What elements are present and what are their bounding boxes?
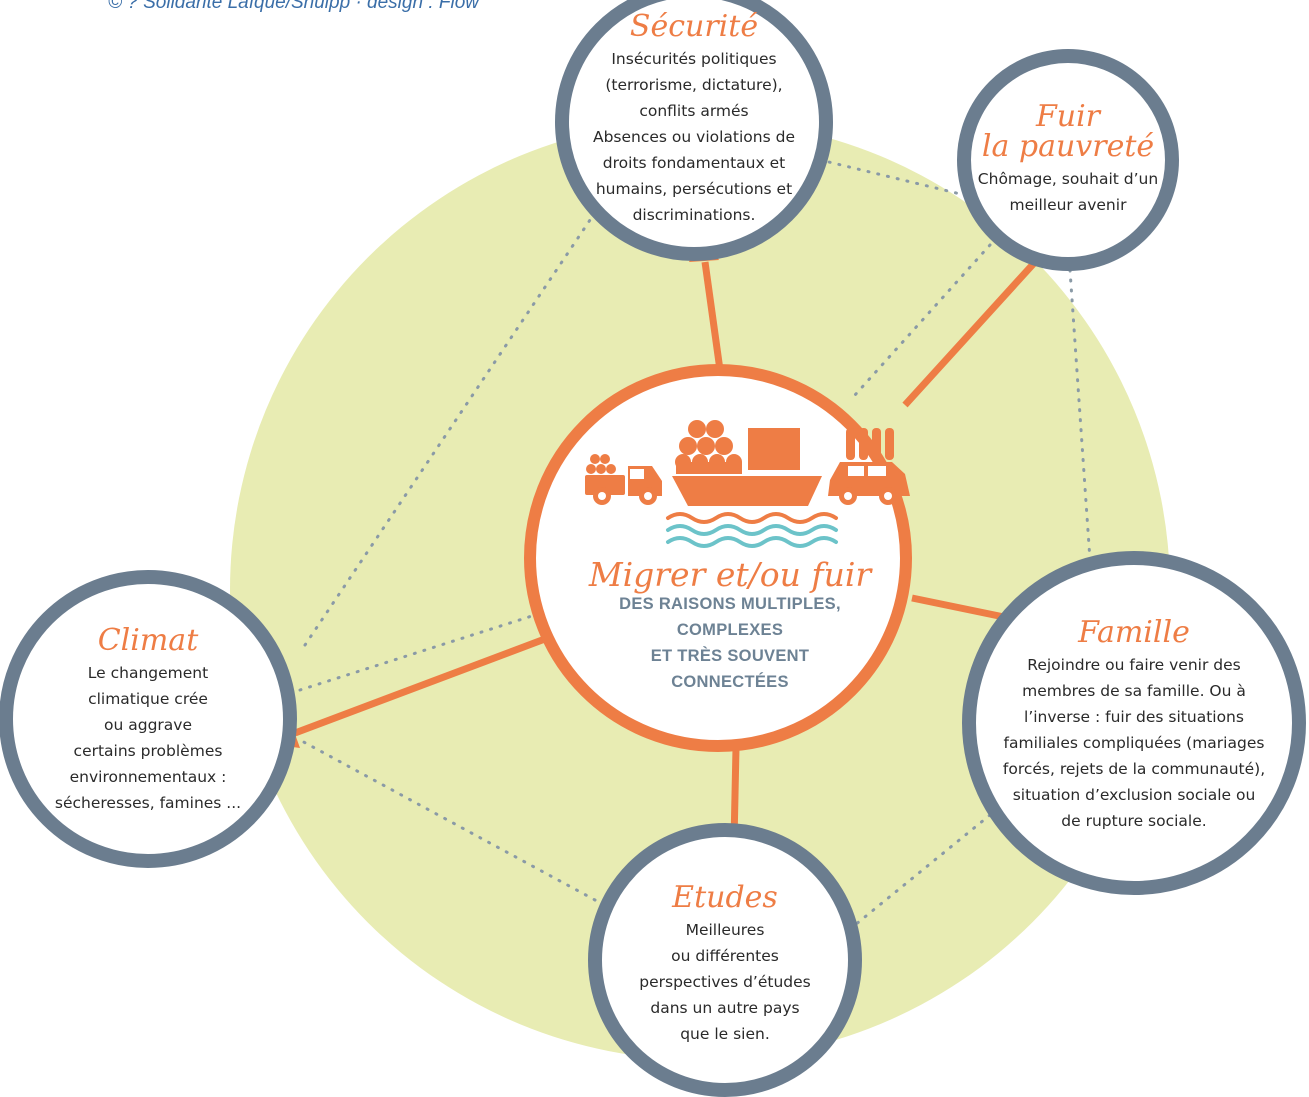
credit-line: © ? Solidarité Laïque/Snuipp · design : … — [108, 0, 479, 13]
center-title: Migrer et/ou fuir — [588, 555, 872, 594]
node-pauvrete-title-line1: Fuir — [1035, 99, 1101, 134]
node-climat-text: Le changement climatique crée ou aggrave… — [54, 664, 242, 812]
waves-icon — [666, 512, 838, 548]
arrow-to-pauvrete — [902, 247, 1049, 408]
node-climat: Climat Le changement climatique crée ou … — [38, 618, 258, 824]
node-pauvrete-text: Chômage, souhait d’un meilleur avenir — [977, 170, 1159, 214]
truck-icon — [585, 454, 662, 505]
connector-pauvrete-famille — [1068, 268, 1092, 562]
ring-securite — [555, 0, 833, 261]
node-etudes-text: Meilleures ou différentes perspectives d… — [639, 921, 811, 1043]
node-securite-text: Insécurités politiques (terrorisme, dict… — [592, 50, 795, 224]
boat-icon — [672, 420, 822, 506]
ring-etudes — [588, 823, 862, 1097]
node-climat-title: Climat — [97, 623, 199, 658]
ring-climat — [0, 570, 297, 868]
node-famille: Famille Rejoindre ou faire venir des mem… — [978, 606, 1290, 846]
arrow-to-securite — [701, 261, 724, 371]
node-securite-title: Sécurité — [629, 9, 759, 44]
node-pauvrete-title: Fuir la pauvreté — [982, 102, 1154, 162]
car-icon — [828, 428, 910, 505]
connector-famille-etudes — [853, 813, 992, 927]
node-pauvrete: Fuir la pauvreté Chômage, souhait d’un m… — [968, 80, 1168, 240]
node-famille-title: Famille — [1078, 615, 1190, 650]
node-etudes-title: Etudes — [672, 880, 778, 915]
node-pauvrete-title-line2: la pauvreté — [981, 129, 1155, 164]
center-subtitle: DES RAISONS MULTIPLES, COMPLEXES ET TRÈS… — [619, 595, 841, 691]
arrow-to-climat — [293, 621, 584, 737]
connector-climat-center — [298, 613, 537, 692]
node-famille-text: Rejoindre ou faire venir des membres de … — [1002, 656, 1266, 830]
connector-securite-pauvrete — [798, 153, 987, 202]
node-etudes: Etudes Meilleures ou différentes perspec… — [610, 880, 840, 1050]
ring-pauvrete — [957, 49, 1179, 271]
center-ring — [524, 364, 912, 752]
connector-pauvrete-center — [853, 243, 992, 397]
center-label: Migrer et/ou fuir DES RAISONS MULTIPLES,… — [580, 558, 880, 718]
connector-etudes-climat — [298, 738, 597, 902]
dotted-connectors — [298, 153, 1092, 927]
ring-famille — [962, 551, 1306, 895]
node-securite: Sécurité Insécurités politiques (terrori… — [574, 0, 814, 240]
